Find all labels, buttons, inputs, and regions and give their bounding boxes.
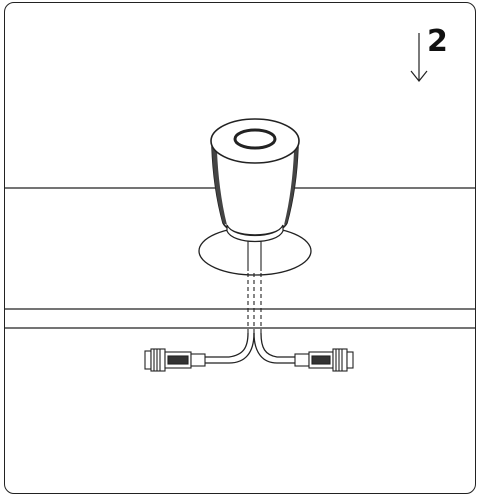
left-cable [205, 332, 249, 358]
right-cable-inner [260, 332, 295, 358]
step-number: 2 [427, 24, 448, 59]
cable-assembly [205, 332, 295, 364]
fixture-side-shade [212, 147, 227, 225]
recessed-light-fixture [210, 118, 300, 242]
fixture-collar [226, 224, 284, 242]
fixture-lens [233, 128, 277, 150]
right-cable [253, 332, 295, 364]
down-arrow-icon [410, 33, 428, 82]
left-cable-inner [205, 332, 255, 364]
right-cable-connector [294, 348, 354, 372]
hidden-cable-run [247, 239, 262, 333]
left-cable-connector [144, 348, 206, 372]
fixture-side-shade-right [284, 147, 298, 225]
instruction-panel: 2 [4, 2, 476, 494]
installation-diagram [5, 33, 475, 372]
